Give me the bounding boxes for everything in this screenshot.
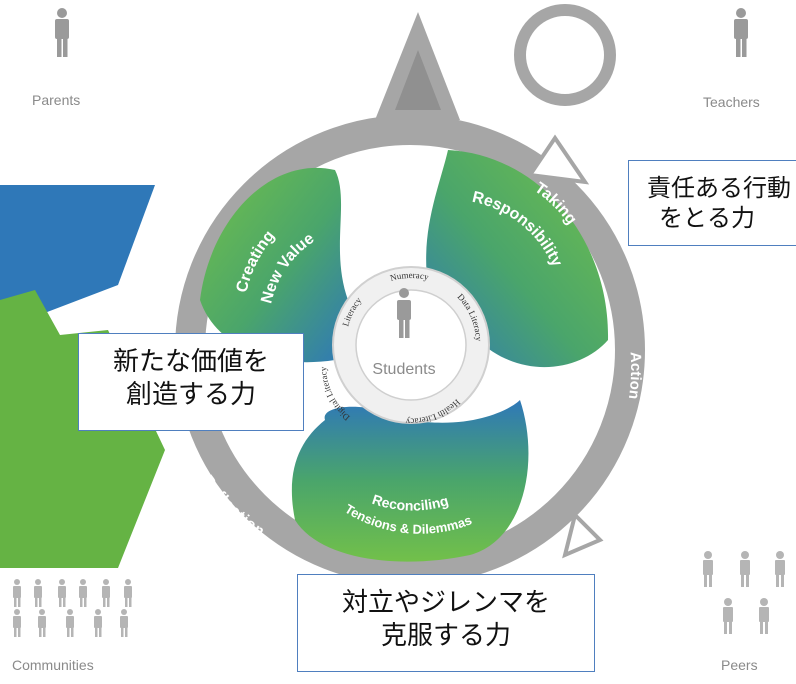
petal-creating-new-value	[200, 167, 348, 363]
teachers-label: Teachers	[703, 94, 760, 110]
numeracy-label: Numeracy	[389, 270, 430, 283]
callout-reconciling-line2: 克服する力	[380, 620, 511, 651]
peers-people-icon	[703, 551, 785, 634]
callout-creating-line2: 創造する力	[125, 379, 256, 410]
callout-creating-line1: 新たな価値を	[112, 347, 269, 377]
teachers-person-icon	[734, 8, 748, 57]
communities-label: Communities	[12, 657, 94, 673]
student-person-icon	[397, 288, 411, 338]
petal-reconciling	[291, 400, 529, 562]
callout-reconciling: 対立やジレンマを 克服する力	[297, 574, 595, 672]
ring-arrowhead-bottom	[562, 511, 604, 559]
callout-taking-responsibility: 責任ある行動 をとる力	[628, 160, 796, 246]
compass-knob	[514, 4, 616, 106]
left-blue-block	[0, 185, 155, 330]
callout-creating-new-value: 新たな価値を 創造する力	[78, 333, 304, 431]
parents-label: Parents	[32, 92, 81, 108]
students-label: Students	[372, 361, 435, 378]
students-core	[355, 289, 467, 401]
parents-person-icon	[55, 8, 69, 57]
peers-label: Peers	[721, 657, 758, 673]
callout-reconciling-line1: 対立やジレンマを	[341, 588, 550, 618]
callout-taking-line2: をとる力	[659, 204, 755, 232]
callout-taking-line1: 責任ある行動	[647, 174, 791, 202]
communities-people-icon	[13, 579, 132, 637]
petal-label-reconciling: Reconciling	[370, 491, 450, 514]
ring-arrowhead-right	[526, 134, 590, 185]
ring-label-action: Action	[625, 351, 644, 400]
